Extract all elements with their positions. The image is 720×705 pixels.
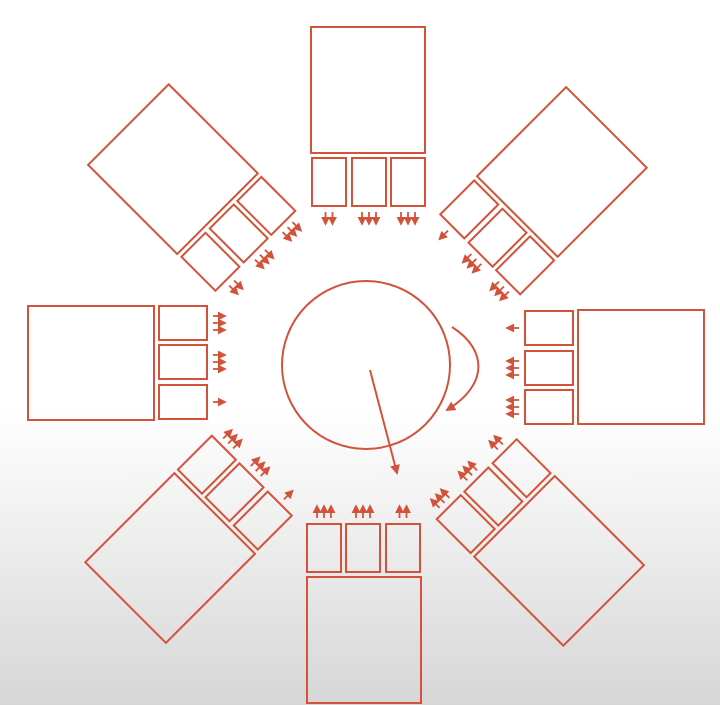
rotation-arrow (445, 326, 480, 412)
station-south-west (83, 428, 294, 645)
stations-group (27, 26, 705, 704)
station-main-box (472, 474, 646, 648)
slot-arrow (429, 498, 441, 509)
station-north (310, 26, 426, 226)
slot-arrow (466, 258, 477, 269)
station-south (306, 504, 422, 704)
station-slot-box (524, 310, 574, 346)
station-slot-box (390, 157, 426, 207)
station-main-box (86, 82, 260, 256)
station-slot-box (524, 389, 574, 425)
slot-arrow (250, 456, 261, 467)
station-slot-box (491, 437, 552, 499)
station-main-box (475, 85, 649, 259)
station-slot-box (494, 234, 556, 296)
slot-arrow (438, 230, 449, 241)
station-slot-box (435, 493, 497, 555)
station-slot-box (232, 490, 294, 551)
station-main-box (306, 576, 422, 704)
station-slot-box (235, 175, 297, 237)
slot-arrow (260, 466, 271, 477)
station-north-east (438, 85, 649, 302)
station-slot-box (524, 350, 574, 386)
station-main-box (27, 305, 155, 421)
station-main-box (310, 26, 426, 154)
station-slot-box (158, 384, 208, 420)
slot-arrow (233, 279, 244, 291)
slot-arrow (286, 226, 298, 237)
slot-arrow (461, 253, 472, 264)
pointer-arrow (369, 369, 400, 475)
slot-arrow (471, 263, 482, 274)
slot-arrow (439, 488, 451, 499)
station-slot-box (311, 157, 347, 207)
station-slot-box (158, 305, 208, 341)
slot-arrow (281, 231, 293, 242)
slot-arrow (255, 461, 266, 472)
station-east (505, 309, 705, 425)
station-main-box (83, 471, 257, 645)
slot-arrow (457, 470, 468, 481)
station-slot-box (462, 466, 524, 527)
slot-arrow (222, 428, 233, 440)
station-west (27, 305, 227, 421)
slot-arrow (254, 259, 265, 270)
slot-arrow (259, 254, 270, 265)
station-slot-box (345, 523, 381, 573)
slot-arrow (494, 285, 505, 297)
slot-arrow (228, 284, 239, 296)
station-slot-box (158, 344, 208, 380)
station-main-box (577, 309, 705, 425)
center-circle (281, 280, 451, 450)
station-slot-box (176, 434, 238, 496)
station-slot-box (351, 157, 387, 207)
station-slot-box (306, 523, 342, 573)
station-slot-box (180, 231, 241, 293)
station-slot-box (438, 179, 500, 240)
station-slot-box (204, 461, 265, 523)
slot-arrow (489, 280, 500, 292)
slot-arrow (488, 439, 499, 451)
station-slot-box (385, 523, 421, 573)
slot-arrow (462, 465, 473, 476)
slot-arrow (499, 290, 510, 302)
slot-arrow (232, 438, 243, 450)
station-south-east (429, 434, 646, 648)
slot-arrow (283, 489, 294, 500)
slot-arrow (291, 221, 303, 232)
slot-arrow (227, 433, 238, 445)
station-slot-box (467, 207, 528, 269)
slot-arrow (264, 249, 275, 260)
center-group (281, 280, 480, 475)
slot-arrow (467, 460, 478, 471)
slot-arrow (434, 493, 446, 504)
slot-arrow (493, 434, 504, 446)
station-slot-box (208, 203, 270, 264)
station-north-west (86, 82, 303, 296)
